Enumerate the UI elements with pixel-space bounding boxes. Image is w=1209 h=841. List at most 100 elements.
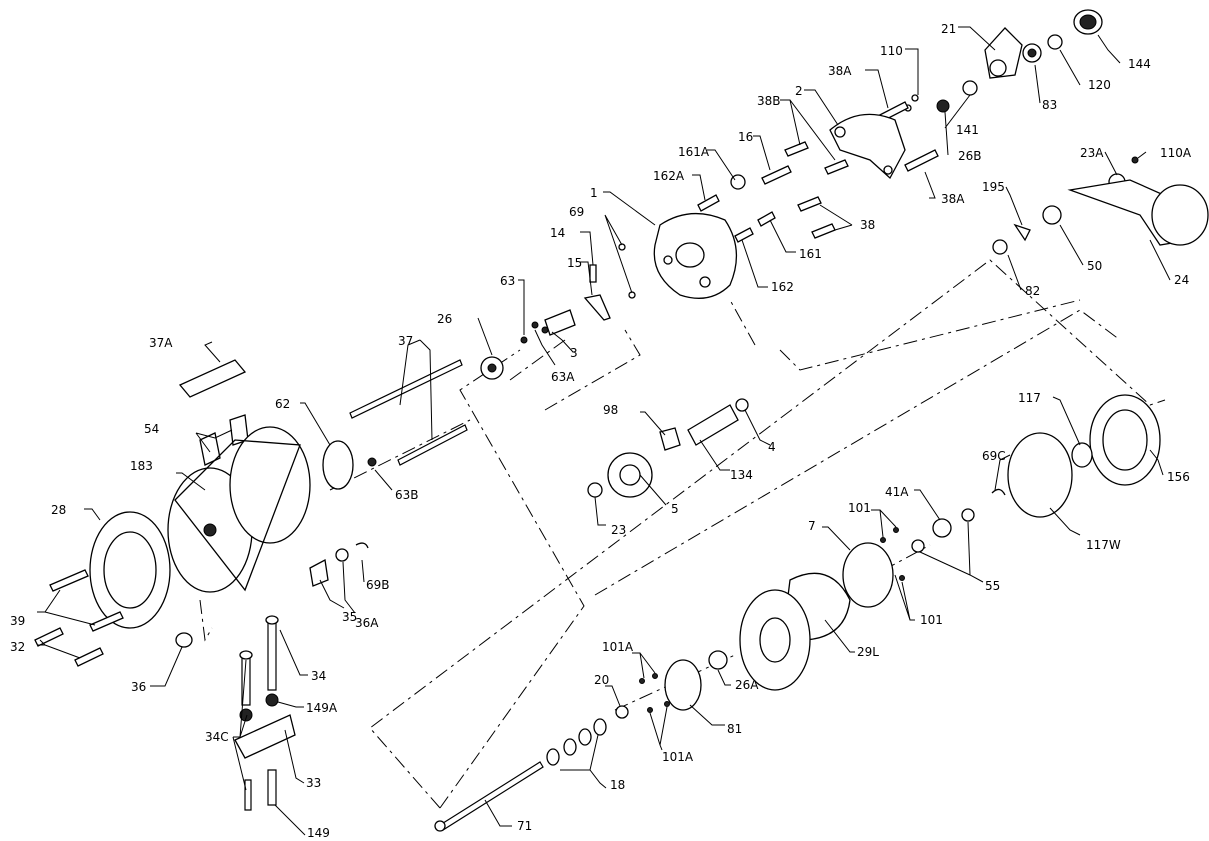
label-161A: 161A (678, 145, 710, 159)
label-32: 32 (10, 640, 25, 654)
knob-144 (1073, 9, 1103, 35)
clip-69C (991, 488, 1006, 496)
pin-101-top (880, 537, 886, 543)
clamp-33 (234, 714, 296, 759)
label-117W: 117W (1086, 538, 1121, 552)
handle-24 (1067, 179, 1209, 246)
label-63B: 63B (395, 488, 419, 502)
label-69: 69 (569, 205, 584, 219)
label-15: 15 (567, 256, 582, 270)
spring-14 (589, 264, 597, 283)
main-plate-1 (653, 212, 738, 299)
pin-101-bot (899, 575, 905, 581)
plate-7 (842, 542, 894, 608)
pinion-134 (687, 404, 739, 446)
label-110: 110 (880, 44, 903, 58)
label-71: 71 (517, 819, 532, 833)
label-34: 34 (311, 669, 326, 683)
label-21: 21 (941, 22, 956, 36)
screw-32-a (34, 627, 64, 647)
washer-36A (335, 548, 349, 562)
label-183: 183 (130, 459, 153, 473)
spring-162A (697, 194, 720, 212)
label-149: 149 (307, 826, 330, 840)
label-34C: 34C (205, 730, 229, 744)
label-4: 4 (768, 440, 776, 454)
label-117: 117 (1018, 391, 1041, 405)
label-36A: 36A (355, 616, 379, 630)
plate-117W (1007, 432, 1073, 518)
rod-37-b (397, 424, 468, 466)
label-54: 54 (144, 422, 159, 436)
label-7: 7 (808, 519, 816, 533)
part-4 (735, 398, 749, 412)
label-41A: 41A (885, 485, 909, 499)
screw-38-b (811, 223, 836, 239)
ring-62 (322, 440, 354, 490)
label-28: 28 (51, 503, 66, 517)
label-69B: 69B (366, 578, 390, 592)
part-110A (1131, 156, 1139, 164)
label-162: 162 (771, 280, 794, 294)
bolt-34 (267, 619, 277, 691)
label-35: 35 (342, 610, 357, 624)
label-16: 16 (738, 130, 753, 144)
label-62: 62 (275, 397, 290, 411)
label-3: 3 (570, 346, 578, 360)
screw-38B (784, 141, 809, 157)
label-23A: 23A (1080, 146, 1104, 160)
washer-18-a (593, 718, 607, 736)
label-26: 26 (437, 312, 452, 326)
part-149 (267, 769, 277, 806)
clip-69B (355, 542, 369, 549)
label-120: 120 (1088, 78, 1111, 92)
label-20: 20 (594, 673, 609, 687)
washer-55-b (911, 539, 925, 553)
leader-lines (37, 26, 1171, 836)
label-26A: 26A (735, 678, 759, 692)
part-35 (309, 558, 329, 587)
label-38A-top: 38A (828, 64, 852, 78)
washer-55-a (961, 508, 975, 522)
pin-101A-top (639, 678, 645, 684)
label-63A: 63A (551, 370, 575, 384)
part-195 (1013, 223, 1031, 242)
label-55: 55 (985, 579, 1000, 593)
washer-23 (587, 482, 603, 498)
label-23: 23 (611, 523, 626, 537)
screw-38-a (797, 196, 822, 212)
screw-39-a (49, 569, 89, 592)
label-162A: 162A (653, 169, 685, 183)
rod-37-a (349, 359, 463, 419)
bar-37A (178, 359, 247, 398)
label-101A-top: 101A (602, 640, 634, 654)
pin-101A-bot (647, 707, 653, 713)
spring-16 (761, 165, 792, 185)
part-50 (1042, 205, 1062, 225)
label-38: 38 (860, 218, 875, 232)
label-144: 144 (1128, 57, 1151, 71)
washer-120 (1047, 34, 1063, 50)
spring-162 (734, 227, 754, 243)
part-3 (544, 309, 576, 336)
label-37A: 37A (149, 336, 173, 350)
part-drawings (34, 9, 1209, 832)
gear-98 (659, 427, 681, 451)
label-1: 1 (590, 186, 598, 200)
part-63 (520, 336, 528, 344)
label-39: 39 (10, 614, 25, 628)
label-141: 141 (956, 123, 979, 137)
nut-149A (265, 693, 279, 707)
label-14: 14 (550, 226, 565, 240)
label-18: 18 (610, 778, 625, 792)
label-81: 81 (727, 722, 742, 736)
pin-110 (911, 94, 919, 102)
label-110A: 110A (1160, 146, 1192, 160)
label-24: 24 (1174, 273, 1189, 287)
clamp-54-b (199, 432, 221, 466)
part-labels: 21 144 110 120 38A 83 2 38B 141 110A 26B… (10, 22, 1192, 840)
label-156: 156 (1167, 470, 1190, 484)
label-134: 134 (730, 468, 753, 482)
label-5: 5 (671, 502, 679, 516)
